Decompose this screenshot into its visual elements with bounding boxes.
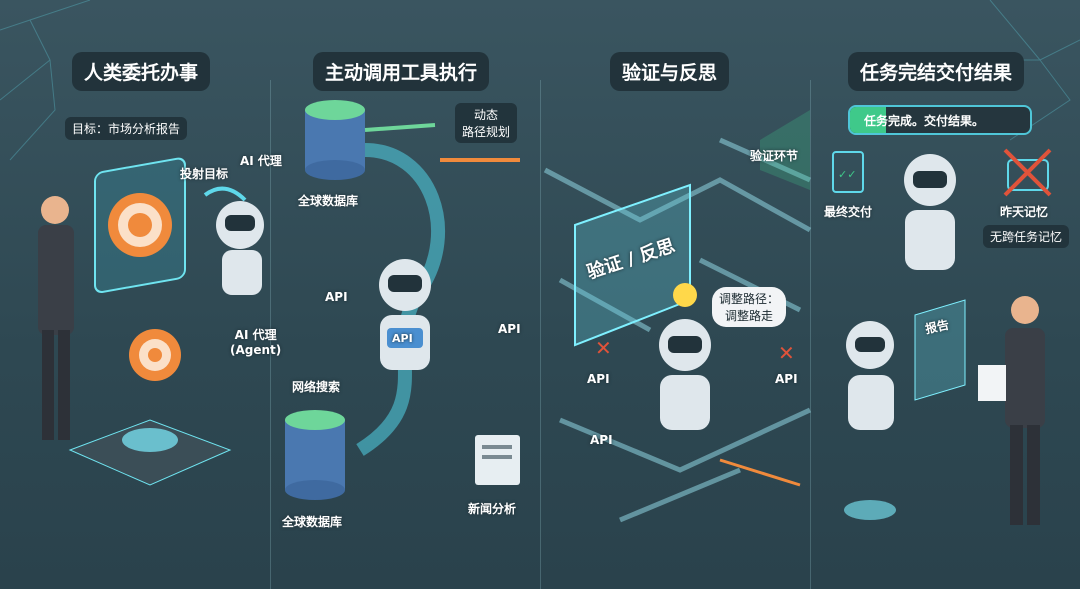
web-search-label: 网络搜索 [292, 380, 341, 394]
database-icon-bottom [285, 410, 345, 500]
report-hologram [914, 299, 966, 401]
businessman-right [978, 296, 1045, 525]
panel-divider [540, 80, 541, 589]
verify-zone [760, 110, 810, 190]
database-bottom-label: 全球数据库 [282, 515, 343, 529]
news-icon [475, 435, 520, 485]
bubble-line1: 调整路径： [719, 292, 780, 306]
maze [543, 137, 812, 523]
bubble-line2: 调整路走 [725, 309, 774, 323]
document-check-icon: ✓✓ [832, 151, 864, 193]
api-label: API [775, 372, 798, 386]
progress-text: 任务完成。交付结果。 [864, 114, 985, 128]
memory-crossed-icon [1003, 148, 1052, 197]
adjust-path-bubble: 调整路径： 调整路走 [712, 287, 787, 327]
panel-title-tools: 主动调用工具执行 [313, 52, 490, 91]
panel-title-verify: 验证与反思 [610, 52, 730, 91]
robot-agent-1 [216, 201, 264, 295]
x-icon: ✕ [595, 336, 612, 360]
progress-fill [850, 107, 886, 133]
api-label: API [325, 290, 348, 304]
agent-label-line1: AI 代理 [234, 328, 277, 342]
robot-verify [659, 319, 711, 430]
businessman-left [38, 196, 74, 440]
arrow [203, 186, 247, 202]
projector-base [68, 419, 232, 486]
database-icon-top [305, 100, 365, 180]
goal-tag: 目标：市场分析报告 [65, 117, 188, 140]
robot-delivery [844, 321, 896, 520]
panel-title-delegate: 人类委托办事 [72, 52, 211, 91]
agent-label: AI 代理 (Agent) [230, 326, 281, 357]
verify-stage-label: 验证环节 [750, 149, 799, 163]
news-analysis-label: 新闻分析 [468, 502, 517, 516]
route-tag-line2: 路径规划 [462, 125, 511, 139]
robot-multi-arm [379, 259, 431, 370]
api-label: API [587, 372, 610, 386]
panel-divider [270, 80, 271, 589]
api-label: API [590, 433, 613, 447]
route-tag-line1: 动态 [474, 108, 499, 122]
final-delivery-label: 最终交付 [824, 205, 873, 219]
panel-divider [810, 80, 811, 589]
task-progress-bar: 任务完成。交付结果。 [848, 105, 1032, 135]
api-label: API [498, 322, 521, 336]
yesterday-memory-label: 昨天记忆 [1000, 205, 1049, 219]
panel-title-deliver: 任务完结交付结果 [848, 52, 1025, 91]
database-top-label: 全球数据库 [298, 194, 359, 208]
project-target-label: 投射目标 [180, 167, 229, 181]
agent-top-label: AI 代理 [240, 154, 282, 168]
route-tag: 动态 路径规划 [455, 103, 518, 143]
svg-text:✓✓: ✓✓ [838, 168, 856, 181]
lightbulb-icon [673, 283, 697, 307]
robot-final [904, 154, 956, 270]
target-hologram [94, 157, 186, 381]
api-chest-label: API [392, 332, 413, 345]
x-icon: ✕ [778, 341, 795, 365]
agent-label-line2: (Agent) [230, 343, 282, 357]
no-cross-task-memory-tag: 无跨任务记忆 [983, 225, 1070, 248]
